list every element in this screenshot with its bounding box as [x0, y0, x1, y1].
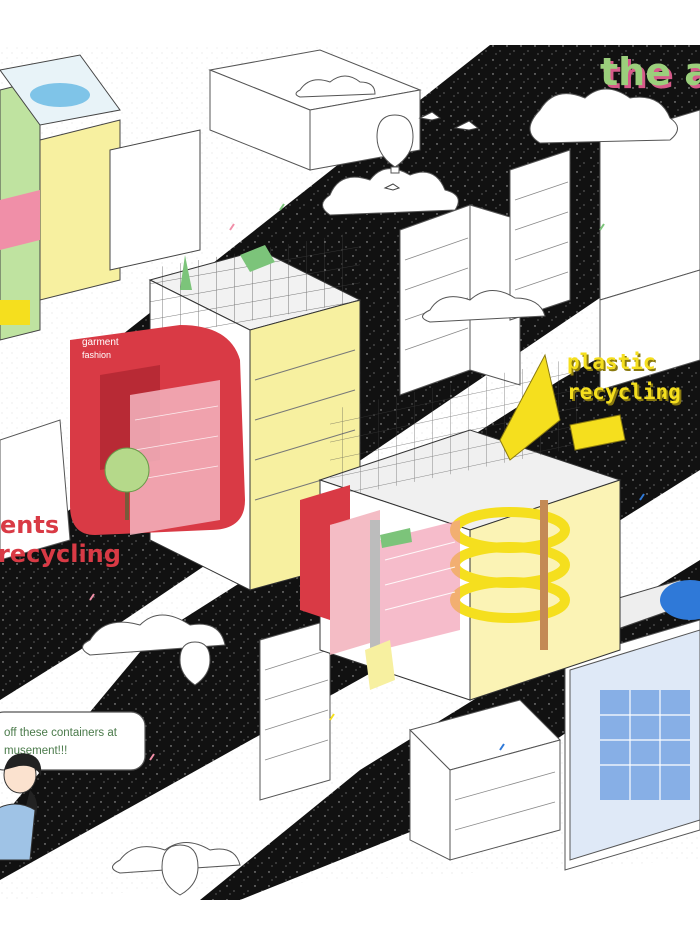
garment-panel-label-2: fashion	[82, 350, 111, 360]
title-fragment: the a	[600, 50, 700, 94]
garments-label-2: recycling	[0, 540, 121, 568]
glass-building	[569, 579, 700, 861]
garment-panel-label-1: garment	[82, 337, 119, 348]
speech-bubble-line-1: off these containers at	[4, 727, 118, 739]
plastic-label-2: recycling	[567, 380, 681, 404]
plastic-recycling-building	[300, 353, 626, 701]
top-left-block	[0, 54, 201, 341]
title-shadow: the a	[603, 53, 700, 97]
plastic-label-1-shadow: plastic	[569, 352, 658, 376]
building-window-lines	[264, 181, 569, 831]
confetti	[89, 203, 665, 761]
speech-bubble: off these containers at musement!!!	[0, 711, 146, 771]
tree-icon	[104, 447, 150, 520]
blue-dome	[660, 580, 700, 620]
hot-air-balloon-icon	[161, 114, 414, 896]
garment-fashion-building: garment fashion	[70, 231, 362, 591]
person-avatar-icon	[0, 753, 42, 861]
yellow-sail	[499, 353, 561, 461]
speech-bubble-line-2: musement!!!	[4, 745, 67, 757]
plastic-label-2-shadow: recycling	[569, 382, 683, 406]
garments-label-1: ents	[0, 511, 59, 539]
plastic-label-1: plastic	[567, 350, 656, 374]
bird-icon	[383, 111, 480, 191]
